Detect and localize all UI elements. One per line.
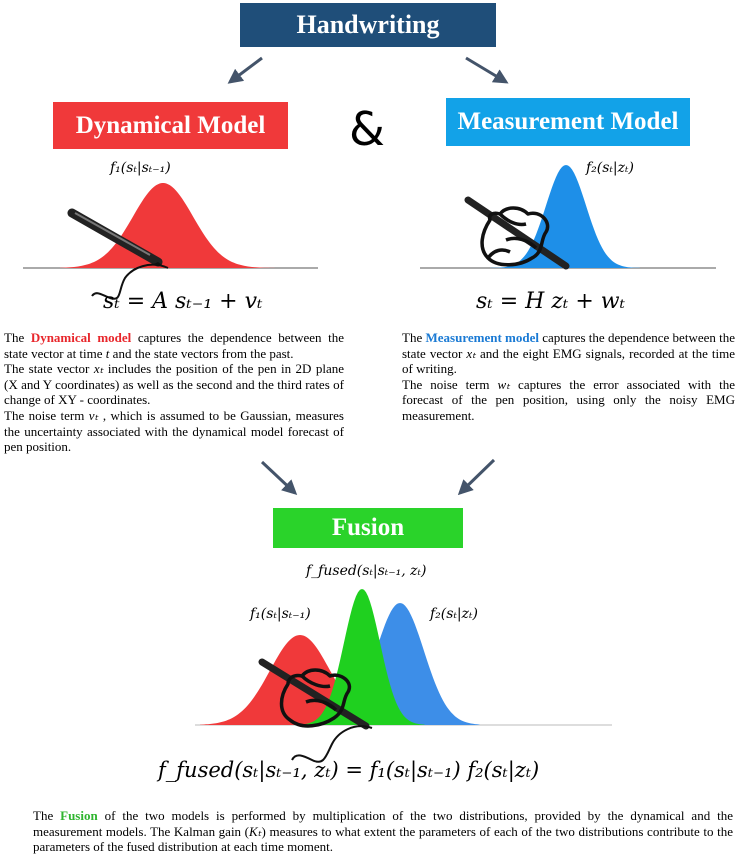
measurement-equation: sₜ = H zₜ + wₜ xyxy=(476,289,626,314)
handwriting-title-box: Handwriting xyxy=(240,3,496,47)
measurement-paragraph-1: The Measurement model captures the depen… xyxy=(402,330,736,377)
dynamical-paragraph-3: The noise term vₜ , which is assumed to … xyxy=(4,407,344,455)
measurement-paragraph-2: The noise term wₜ captures the error ass… xyxy=(402,376,735,423)
dynamical-model-highlight: Dynamical model xyxy=(30,330,132,345)
measurement-model-highlight: Measurement model xyxy=(425,330,539,345)
dynamical-model-box: Dynamical Model xyxy=(53,102,288,149)
fusion-box: Fusion xyxy=(273,508,463,548)
arrow-measurement-to-fusion xyxy=(457,458,496,496)
fusion-paragraph: The Fusion of the two models is performe… xyxy=(33,808,733,855)
handwriting-title: Handwriting xyxy=(296,10,440,39)
hand-with-pen-icon xyxy=(464,196,570,270)
fusion-hand-with-pen-icon xyxy=(258,658,370,730)
arrow-dynamical-to-fusion xyxy=(260,460,298,496)
measurement-gaussian xyxy=(490,165,640,268)
fusion-equation: f_fused(sₜ|sₜ₋₁, zₜ) = f₁(sₜ|sₜ₋₁) f₂(sₜ… xyxy=(158,758,540,782)
dynamical-distribution-label: f₁(sₜ|sₜ₋₁) xyxy=(110,160,171,176)
dynamical-gaussian xyxy=(60,183,275,268)
fusion-label: Fusion xyxy=(331,514,405,541)
fusion-highlight: Fusion xyxy=(60,808,98,823)
fusion-description: The Fusion of the two models is performe… xyxy=(33,808,733,855)
arrow-to-dynamical xyxy=(227,56,263,84)
dynamical-paragraph-2: The state vector xₜ includes the positio… xyxy=(4,361,345,408)
handwriting-stroke xyxy=(91,263,169,300)
fusion-fused-gaussian xyxy=(300,589,425,725)
arrow-to-measurement xyxy=(465,56,509,84)
measurement-description: The Measurement model captures the depen… xyxy=(402,330,735,424)
fusion-f1-gaussian xyxy=(200,635,400,725)
measurement-model-box: Measurement Model xyxy=(446,98,690,146)
ampersand-symbol: & xyxy=(349,102,385,156)
fusion-f2-label: f₂(sₜ|zₜ) xyxy=(430,606,478,622)
measurement-model-label: Measurement Model xyxy=(457,108,679,135)
fusion-f1-label: f₁(sₜ|sₜ₋₁) xyxy=(250,606,311,622)
dynamical-model-label: Dynamical Model xyxy=(75,111,266,139)
dynamical-description: The Dynamical model captures the depende… xyxy=(4,330,344,455)
dynamical-equation: sₜ = A sₜ₋₁ + vₜ xyxy=(103,289,263,314)
measurement-distribution-label: f₂(sₜ|zₜ) xyxy=(586,160,634,176)
dynamical-paragraph-1: The Dynamical model captures the depende… xyxy=(4,330,344,361)
fused-distribution-label: f_fused(sₜ|sₜ₋₁, zₜ) xyxy=(306,563,427,579)
fusion-handwriting-stroke xyxy=(291,725,373,763)
